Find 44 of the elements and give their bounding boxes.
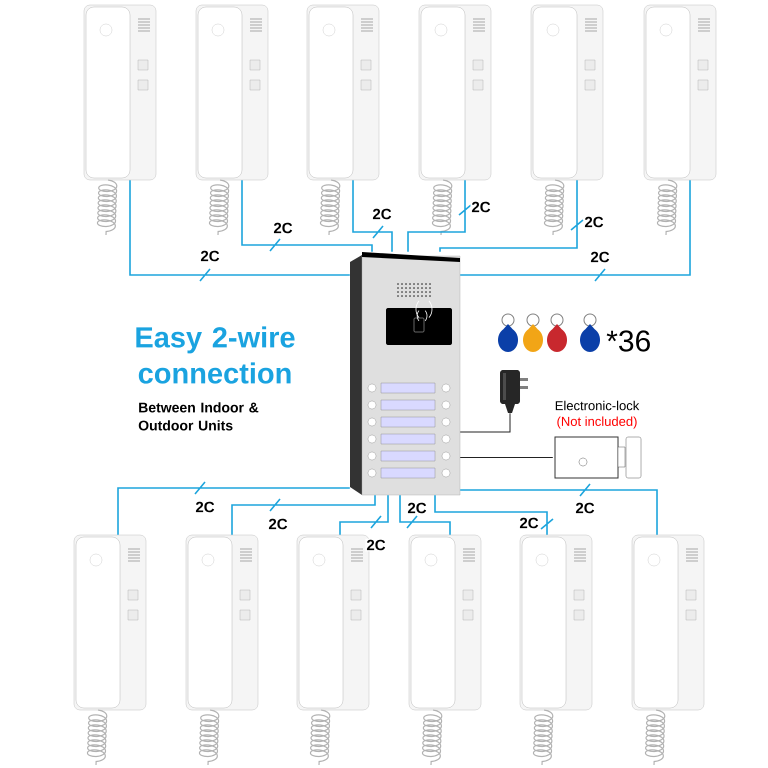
- handset-drawing: [632, 534, 704, 766]
- edge-label: 2C: [406, 502, 428, 514]
- wire: [439, 179, 584, 253]
- door-station-drawing: [350, 252, 460, 496]
- power-adapter-drawing: [500, 370, 528, 413]
- wire: [399, 494, 451, 536]
- edge-label: 2C: [194, 500, 216, 514]
- quantity-label: *36: [606, 330, 650, 352]
- edge-label: 2C: [470, 200, 492, 214]
- handset-drawing: [520, 534, 592, 766]
- edge-label: 2C: [371, 208, 393, 220]
- wire: [129, 179, 351, 282]
- wire: [459, 179, 691, 282]
- cable: [460, 412, 510, 432]
- edge-label: 2C: [272, 222, 294, 234]
- handset-drawing: [530, 4, 604, 236]
- title: Easy 2-wire connection: [136, 326, 295, 384]
- edge-label: 2C: [589, 250, 611, 264]
- edge-label: 2C: [365, 538, 387, 552]
- wire: [459, 483, 658, 536]
- cable: [460, 457, 554, 458]
- electric-lock-drawing: [554, 436, 642, 478]
- wire: [117, 481, 351, 536]
- handset-drawing: [196, 4, 268, 236]
- wire: [352, 179, 393, 253]
- wire: [241, 179, 373, 253]
- handset-drawing: [186, 534, 258, 766]
- caption-text: (Not included): [557, 416, 637, 429]
- handset-drawing: [418, 4, 492, 236]
- wire: [407, 179, 472, 253]
- edge-label: 2C: [518, 516, 540, 530]
- edge-label: 2C: [574, 502, 596, 514]
- edge-label: 2C: [267, 518, 289, 530]
- wire: [434, 494, 554, 536]
- caption-text: Electronic-lock: [556, 400, 640, 410]
- handset-drawing: [74, 534, 146, 766]
- edge-label: 2C: [199, 250, 221, 262]
- edge-label: 2C: [583, 216, 605, 228]
- wire: [231, 494, 376, 536]
- handset-drawing: [408, 534, 482, 766]
- handset-drawing: [644, 4, 716, 236]
- note-text: Between Indoor & Outdoor Units: [138, 402, 258, 430]
- wire: [339, 494, 389, 536]
- handset-drawing: [84, 4, 156, 236]
